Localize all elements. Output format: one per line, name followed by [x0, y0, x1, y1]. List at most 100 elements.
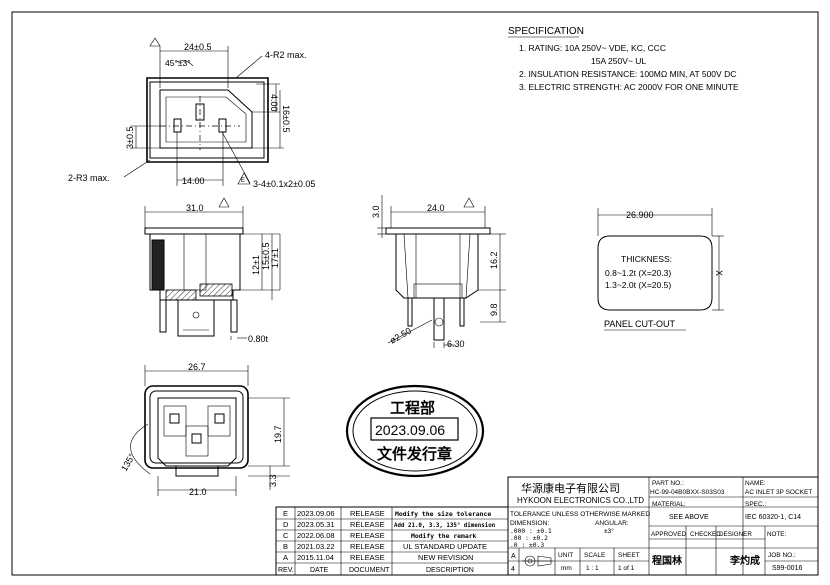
revision-table: E 2023.09.06 RELEASE Modify the size tol… [275, 506, 509, 576]
svg-text:RELEASE: RELEASE [350, 509, 385, 518]
svg-text:RELEASE: RELEASE [350, 553, 385, 562]
spec-line-1b: 15A 250V~ UL [591, 56, 646, 66]
name: AC INLET 3P SOCKET [745, 489, 812, 496]
svg-text:NEW REVISION: NEW REVISION [418, 553, 473, 562]
revision-row: C 2022.06.08 RELEASE Modify the remark [283, 531, 477, 540]
approver-name: 程国林 [652, 554, 683, 567]
svg-text:B: B [283, 542, 288, 551]
unit: mm [561, 565, 572, 572]
dim-angle-45: 45°±3° [165, 58, 191, 68]
svg-text:RELEASE: RELEASE [350, 520, 385, 529]
dim-6-30: 6.30 [447, 339, 465, 349]
dim-17: 17±1 [270, 248, 280, 268]
dim-14-00: 14.00 [182, 176, 205, 186]
checked-label: CHECKED [690, 531, 721, 538]
release-stamp: 工程部 2023.09.06 文件发行章 [345, 384, 485, 478]
svg-text:2023.05.31: 2023.05.31 [297, 520, 335, 529]
revision-row: A 2015.11.04 RELEASE NEW REVISION [283, 553, 473, 562]
dim-3-3: 3.3 [268, 474, 278, 487]
job-no-label: JOB NO.: [768, 552, 796, 559]
specification-block: SPECIFICATION 1. RATING: 10A 250V~ VDE, … [508, 26, 739, 92]
svg-text:Add 21.0, 3.3, 135° dimension: Add 21.0, 3.3, 135° dimension [394, 523, 496, 529]
dim-2-r3: 2-R3 max. [68, 173, 110, 183]
dim-top-width: 24±0.5 [184, 42, 211, 52]
svg-text:RELEASE: RELEASE [350, 542, 385, 551]
spec-line-2: 2. INSULATION RESISTANCE: 100MΩ MIN, AT … [519, 69, 736, 79]
dim-3-0: 3.0 [371, 205, 381, 218]
spec-line-1: 1. RATING: 10A 250V~ VDE, KC, CCC [519, 43, 666, 53]
svg-text:D: D [283, 520, 289, 529]
dim-26-7: 26.7 [188, 362, 206, 372]
material: SEE ABOVE [669, 514, 709, 521]
company-en: HYKOON ELECTRONICS CO.,LTD [517, 496, 644, 505]
revision-row: D 2023.05.31 RELEASE Add 21.0, 3.3, 135°… [283, 520, 496, 529]
svg-text:DESCRIPTION: DESCRIPTION [426, 567, 474, 574]
dim-4-00: 4.00 [269, 94, 279, 112]
dim-16-2: 16.2 [489, 251, 499, 269]
tol-2: .00 : ±0.2 [510, 535, 548, 542]
dim-pin: 3-4±0.1x2±0.05 [253, 179, 315, 189]
note-label: NOTE: [767, 531, 786, 538]
bottom-view: 26.7 19.7 3.3 21.0 135° [119, 362, 290, 497]
revision-header: REV. DATE DOCUMENT DESCRIPTION [278, 567, 474, 574]
approved-label: APPROVED [651, 531, 686, 538]
svg-text:UL STANDARD UPDATE: UL STANDARD UPDATE [403, 542, 487, 551]
tol-1: .000 : ±0.1 [510, 528, 552, 535]
side-view-center: 24.0 3.0 16.2 9.8 ø2.50 6.30 [371, 195, 506, 349]
tol-3: .0 : ±0.3 [510, 542, 544, 549]
svg-text:RELEASE: RELEASE [350, 531, 385, 540]
panel-cutout: 26.900 X THICKNESS: 0.8~1.2t (X=20.3) 1.… [597, 208, 724, 331]
svg-text:REV.: REV. [278, 567, 294, 574]
dim-9-8: 9.8 [489, 303, 499, 316]
part-no-label: PART NO.: [652, 480, 684, 487]
svg-text:E: E [283, 509, 288, 518]
projection-a: A [511, 553, 516, 560]
panel-row-1: 0.8~1.2t (X=20.3) [605, 268, 671, 278]
svg-text:DOCUMENT: DOCUMENT [349, 567, 390, 574]
title-block: 华源康电子有限公司 HYKOON ELECTRONICS CO.,LTD PAR… [507, 476, 819, 576]
svg-text:E: E [241, 178, 245, 184]
svg-text:2022.06.08: 2022.06.08 [297, 531, 335, 540]
scale-label: SCALE [584, 552, 606, 559]
dim-15: 15±0.5 [261, 243, 271, 270]
svg-text:C: C [283, 531, 289, 540]
stamp-top: 工程部 [390, 399, 435, 417]
angular-label: ANGULAR: [595, 520, 629, 527]
spec-label: SPEC.: [745, 501, 767, 508]
scale: 1 : 1 [586, 565, 599, 572]
sheet: 1 of 1 [618, 565, 635, 572]
panel-width: 26.900 [626, 210, 654, 220]
stamp-bottom: 文件发行章 [377, 445, 452, 463]
svg-text:DATE: DATE [310, 567, 328, 574]
dim-2-50: ø2.50 [388, 326, 413, 346]
spec-title: SPECIFICATION [508, 26, 584, 37]
sheet-label: SHEET [618, 552, 640, 559]
part-no: HC-99-04B0BXX-S03S03 [650, 489, 725, 496]
panel-x: X [714, 270, 724, 276]
svg-text:Modify the size tolerance: Modify the size tolerance [395, 510, 491, 518]
dim-0-80t: 0.80t [248, 334, 269, 344]
svg-text:2021.03.22: 2021.03.22 [297, 542, 335, 551]
svg-text:Modify the remark: Modify the remark [411, 532, 477, 540]
designer-name: 李灼成 [729, 554, 760, 567]
angular: ±3° [604, 527, 614, 535]
unit-label: UNIT [558, 552, 573, 559]
revision-row: E 2023.09.06 RELEASE Modify the size tol… [283, 509, 491, 518]
projection-4: 4 [511, 566, 515, 573]
dim-135: 135° [119, 452, 137, 473]
stamp-date: 2023.09.06 [375, 422, 445, 438]
panel-caption: PANEL CUT-OUT [604, 319, 676, 329]
svg-text:A: A [283, 553, 288, 562]
projection-symbol-icon [522, 555, 553, 567]
dim-31-0: 31.0 [186, 203, 204, 213]
job-no: S99-0016 [772, 565, 802, 572]
dim-16: 16±0.5 [281, 105, 291, 132]
material-label: MATERIAL: [652, 501, 686, 508]
dim-21-0: 21.0 [189, 487, 207, 497]
tolerance-label: TOLERANCE UNLESS OTHERWISE MARKED [510, 511, 650, 518]
dim-3: 3±0.5 [125, 127, 135, 149]
side-view-left: 31.0 12±1 15±0.5 17±1 0.80t [144, 197, 281, 344]
panel-row-2: 1.3~2.0t (X=20.5) [605, 280, 671, 290]
panel-thickness-label: THICKNESS: [621, 254, 672, 264]
